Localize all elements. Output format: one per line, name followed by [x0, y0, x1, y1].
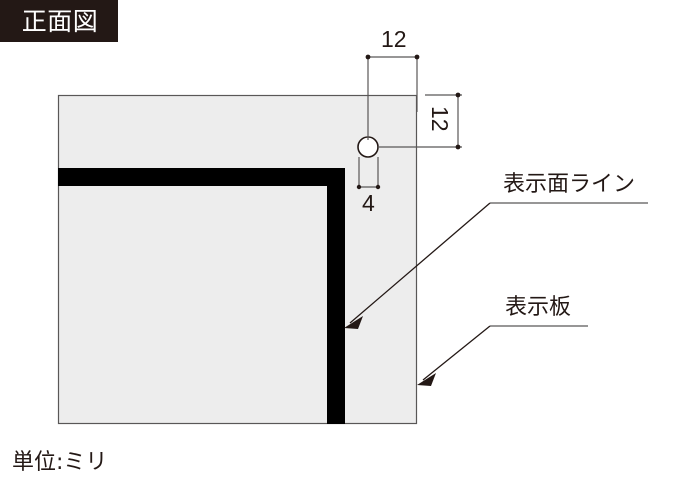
callout-leader-face-line — [349, 202, 491, 324]
callout-label-board: 表示板 — [505, 295, 572, 320]
callout-label-face-line: 表示面ライン — [503, 172, 636, 197]
view-title-text: 正面図 — [21, 6, 99, 36]
callout-arrowhead-board — [417, 373, 436, 386]
dim-tick-4-left — [356, 184, 362, 190]
unit-note: 単位:ミリ — [12, 450, 108, 475]
face-line-vertical-band — [327, 168, 345, 424]
dimension-label-hole-diameter-4: 4 — [362, 190, 375, 216]
display-board-body — [57, 94, 418, 425]
view-title-badge: 正面図 — [0, 0, 118, 42]
face-line-horizontal-band — [58, 168, 345, 186]
dim-tick-12-v-top — [455, 92, 461, 98]
dimension-label-vertical-12: 12 — [427, 106, 453, 132]
callout-leader-board — [422, 325, 491, 381]
dimension-label-horizontal-12: 12 — [381, 26, 407, 52]
dim-tick-4-right — [375, 184, 381, 190]
dim-tick-12-h-right — [414, 54, 420, 60]
callout-arrowhead-face-line — [344, 316, 363, 329]
dim-tick-12-v-bottom — [455, 144, 461, 150]
dim-tick-12-h-left — [365, 54, 371, 60]
